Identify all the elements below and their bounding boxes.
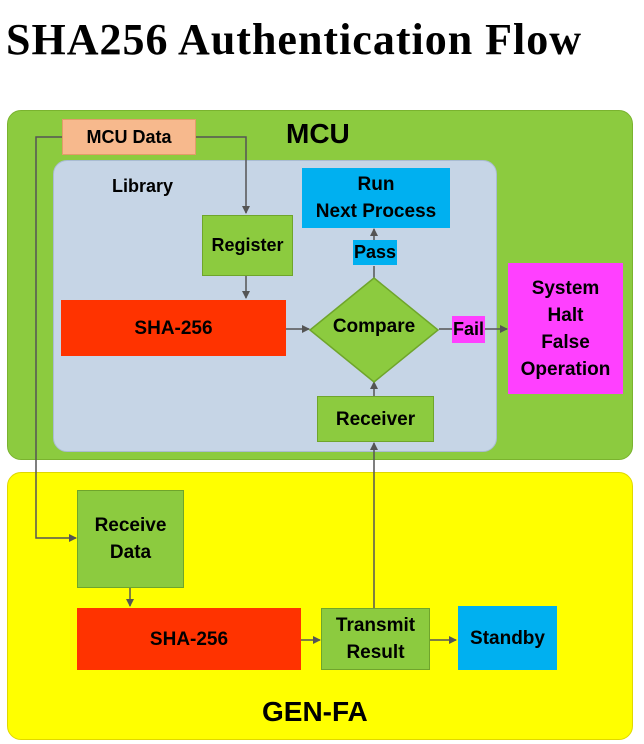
mcu-data-node: MCU Data bbox=[62, 119, 196, 155]
register-label: Register bbox=[211, 235, 284, 255]
mcu-data-label: MCU Data bbox=[86, 126, 172, 147]
genfa-region-label: GEN-FA bbox=[262, 696, 368, 727]
receive-data-line1: Receive bbox=[94, 515, 167, 536]
page-title: SHA256 Authentication Flow bbox=[6, 15, 583, 64]
system-halt-line3: False bbox=[541, 331, 590, 353]
fail-label-box: Fail bbox=[452, 316, 485, 343]
sha256-genfa-label: SHA-256 bbox=[149, 628, 229, 650]
receive-data-line2: Data bbox=[109, 542, 152, 563]
transmit-result-node: Transmit Result bbox=[321, 608, 430, 670]
run-next-line1: Run bbox=[357, 174, 395, 195]
arrow-mcudata-register bbox=[196, 136, 250, 214]
receiver-node: Receiver bbox=[317, 396, 434, 442]
transmit-line1: Transmit bbox=[335, 615, 416, 636]
sha256-mcu-node: SHA-256 bbox=[61, 300, 286, 356]
system-halt-line1: System bbox=[531, 277, 600, 299]
receive-data-node: Receive Data bbox=[77, 490, 184, 588]
mcu-region-label: MCU bbox=[286, 118, 350, 149]
pass-label-box: Pass bbox=[353, 240, 397, 265]
standby-node: Standby bbox=[458, 606, 557, 670]
system-halt-node: System Halt False Operation bbox=[508, 263, 623, 394]
pass-label: Pass bbox=[353, 242, 397, 262]
arrow-mcudata-receivedata bbox=[35, 136, 77, 542]
library-label: Library bbox=[112, 176, 174, 196]
compare-label: Compare bbox=[332, 316, 416, 337]
run-next-line2: Next Process bbox=[315, 201, 437, 222]
register-node: Register bbox=[202, 215, 293, 276]
compare-diamond bbox=[308, 277, 440, 383]
run-next-process-node: Run Next Process bbox=[302, 168, 450, 228]
fail-label: Fail bbox=[452, 319, 484, 339]
sha256-mcu-label: SHA-256 bbox=[134, 317, 213, 339]
transmit-line2: Result bbox=[346, 642, 405, 663]
system-halt-line2: Halt bbox=[547, 304, 584, 326]
sha256-genfa-node: SHA-256 bbox=[77, 608, 301, 670]
receiver-label: Receiver bbox=[335, 408, 416, 430]
standby-label: Standby bbox=[470, 627, 545, 649]
system-halt-line4: Operation bbox=[520, 358, 611, 380]
